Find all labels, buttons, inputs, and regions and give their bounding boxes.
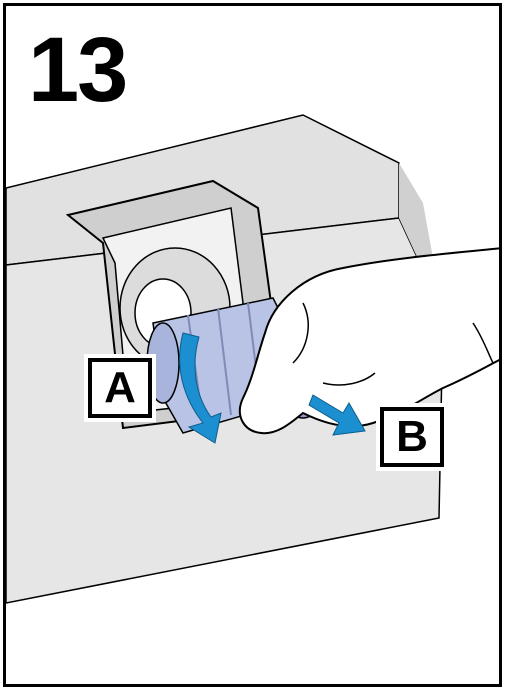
pull-arrow-icon [308, 394, 366, 436]
printer-illustration [6, 114, 499, 604]
hand [238, 247, 499, 435]
instruction-frame: 13 A B [3, 3, 502, 687]
step-number: 13 [28, 19, 128, 121]
rotate-arrow-icon [179, 332, 222, 444]
label-b: B [380, 407, 444, 467]
label-a: A [88, 358, 152, 418]
